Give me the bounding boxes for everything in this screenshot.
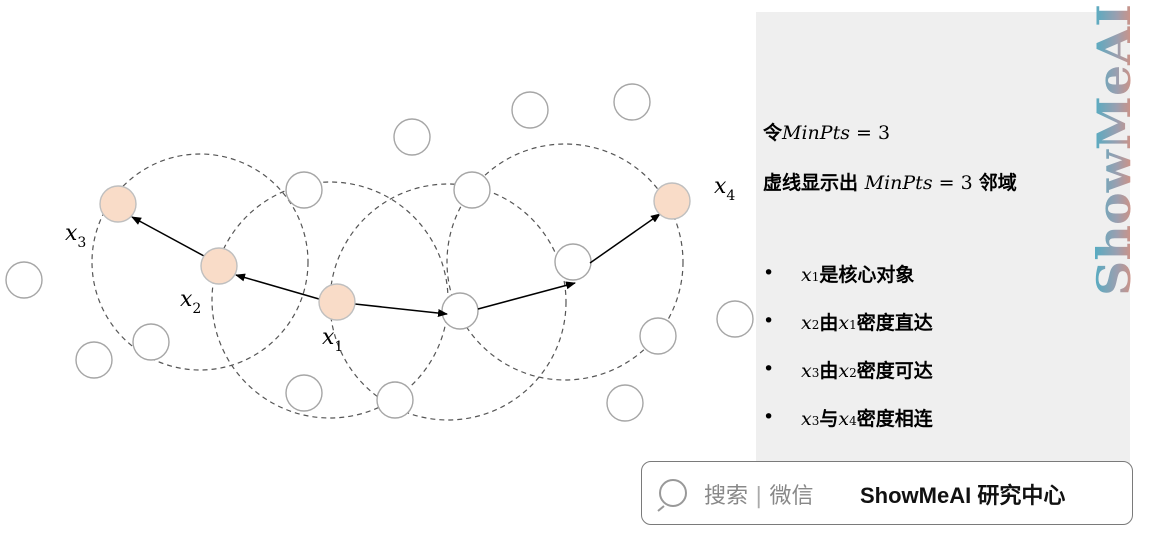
- data-point: [511, 91, 549, 129]
- data-point: [554, 243, 592, 281]
- core-points: [99, 182, 691, 321]
- point-x3: [99, 185, 137, 223]
- neighborhood-note: 虚线显示出 MinPts = 3 邻域: [763, 168, 1017, 195]
- minpts-prefix: 令: [763, 122, 783, 144]
- note-prefix: 虚线显示出: [763, 172, 865, 194]
- search-icon: [657, 479, 687, 512]
- reachability-arrows: [131, 213, 661, 318]
- note-value: = 3: [932, 172, 979, 194]
- arrow-x1-to-mid: [354, 303, 448, 318]
- data-point: [613, 83, 651, 121]
- data-point: [5, 261, 43, 299]
- search-brand: ShowMeAI 研究中心: [860, 483, 1066, 508]
- search-hint: 搜索 | 微信: [704, 484, 814, 509]
- arrow-mid-to-right: [477, 281, 576, 310]
- data-point: [639, 317, 677, 355]
- bullet-icon: •: [763, 310, 775, 332]
- data-point: [132, 323, 170, 361]
- minpts-symbol: MinPts: [782, 122, 850, 144]
- neighborhood-x3: [91, 153, 309, 371]
- data-point: [453, 171, 491, 209]
- neighborhood-right: [446, 143, 684, 381]
- data-point: [393, 118, 431, 156]
- data-point: [441, 292, 479, 330]
- arrow-x2-to-x3: [131, 216, 205, 257]
- bullet-icon: •: [763, 406, 775, 428]
- arrow-right-to-x4: [589, 213, 661, 264]
- neighborhood-circles: [91, 143, 684, 421]
- data-point: [716, 300, 754, 338]
- label-x1: x1: [322, 325, 343, 355]
- minpts-definition: 令MinPts = 3: [763, 118, 890, 145]
- note-symbol: MinPts: [864, 172, 933, 194]
- showmeai-watermark: ShowMeAI: [1090, 4, 1136, 296]
- point-x2: [200, 247, 238, 285]
- point-x1: [318, 283, 356, 321]
- data-point: [606, 384, 644, 422]
- label-x2: x2: [180, 287, 201, 317]
- watermark-text: ShowMeAI: [1090, 4, 1136, 296]
- bullet-icon: •: [763, 358, 775, 380]
- data-point: [285, 374, 323, 412]
- point-x4: [653, 182, 691, 220]
- label-x4: x4: [714, 174, 735, 204]
- data-point: [376, 381, 414, 419]
- explanation-panel: [756, 12, 1130, 482]
- minpts-value: = 3: [849, 122, 891, 144]
- data-point: [75, 341, 113, 379]
- arrow-x1-to-x2: [235, 273, 320, 300]
- data-point: [285, 171, 323, 209]
- label-x3: x3: [65, 221, 86, 251]
- data-points: [5, 83, 754, 422]
- bullet-icon: •: [763, 262, 775, 284]
- search-box[interactable]: 搜索 | 微信 ShowMeAI 研究中心: [641, 461, 1133, 525]
- note-suffix: 邻域: [978, 172, 1017, 194]
